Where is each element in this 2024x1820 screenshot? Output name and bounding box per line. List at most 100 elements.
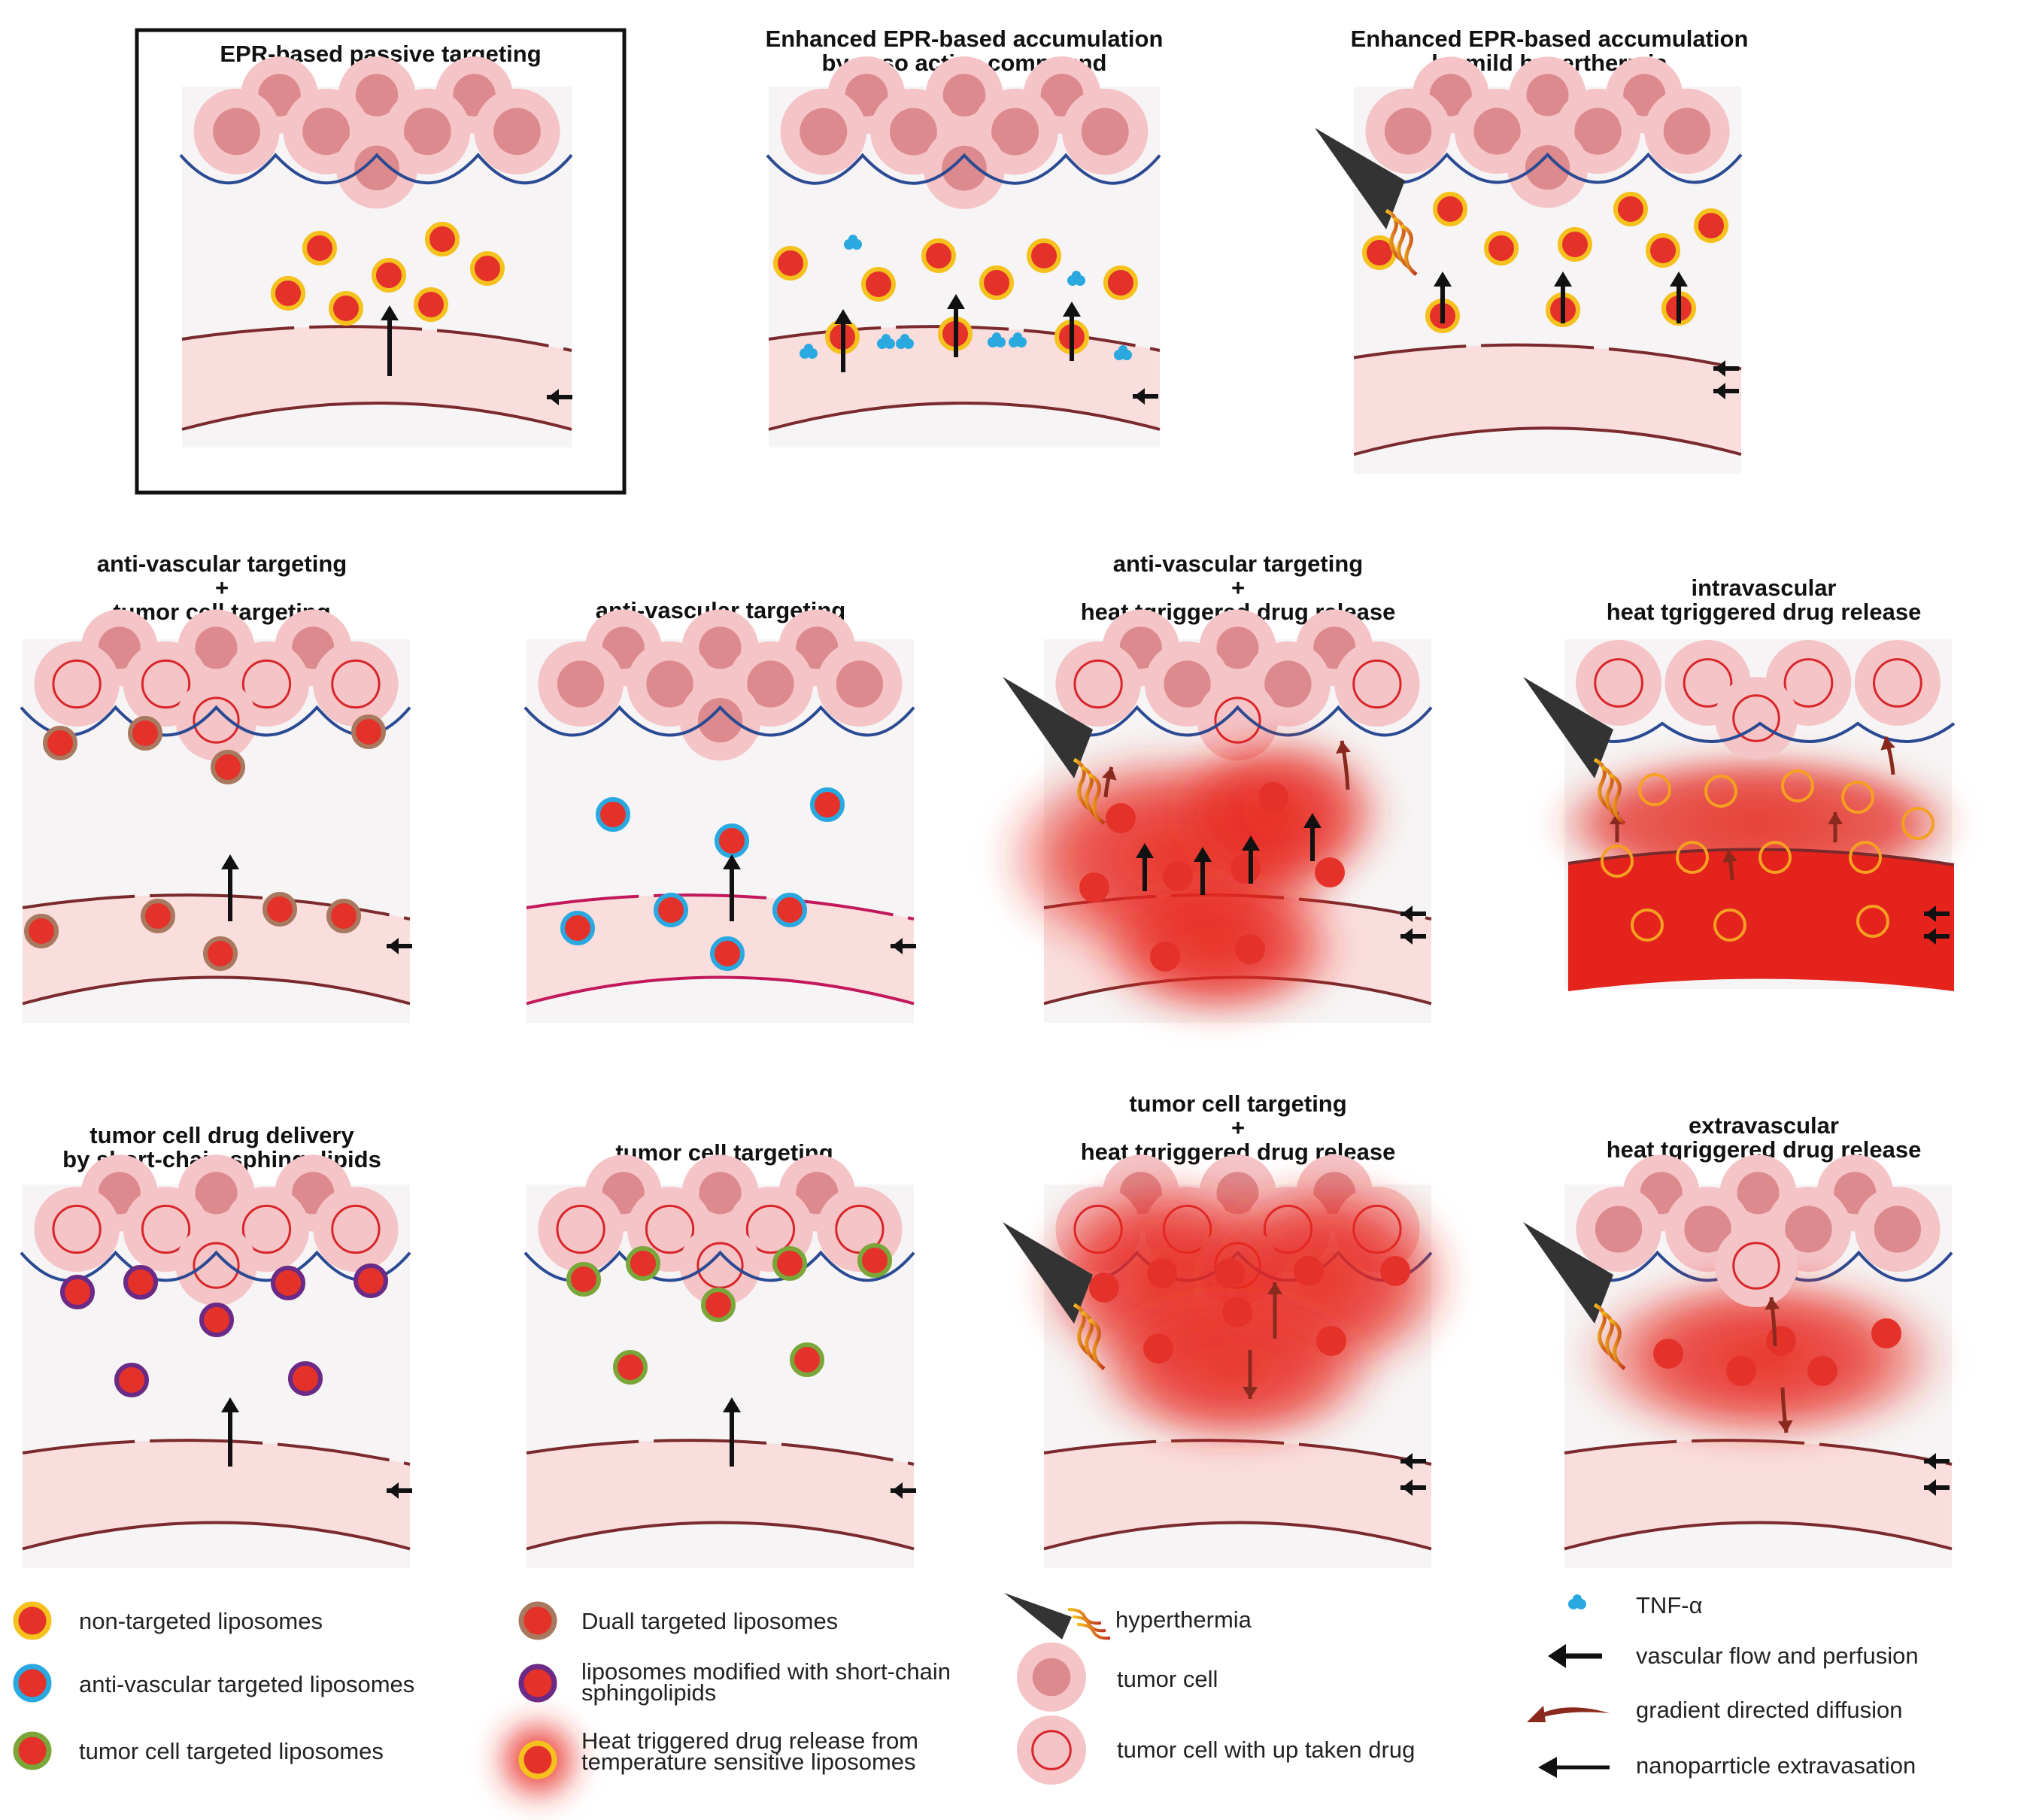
tumor-cell — [34, 641, 120, 727]
legend-hyperthermia-icon — [1004, 1593, 1111, 1640]
blood-vessel — [181, 325, 572, 431]
liposome — [1230, 854, 1261, 884]
tnf-alpha-icon — [1009, 332, 1027, 347]
flow-arrow — [1400, 1453, 1426, 1470]
liposome — [329, 291, 363, 326]
legend-label: tumor cell targeted liposomes — [79, 1738, 384, 1764]
tumor-cell — [1365, 88, 1451, 174]
liposome — [470, 251, 505, 286]
liposome-released — [1781, 769, 1814, 802]
liposome — [1653, 1339, 1683, 1369]
liposome — [715, 824, 749, 858]
extravasation-arrow — [723, 1397, 741, 1467]
liposome — [1235, 934, 1265, 964]
cell-membrane — [179, 153, 573, 185]
liposome — [1766, 1326, 1796, 1356]
liposome — [1150, 942, 1180, 972]
liposome — [1694, 208, 1728, 243]
liposome — [979, 265, 1014, 300]
hyperthermia-icon — [1003, 1222, 1106, 1370]
legend-liposome-swatch — [518, 1740, 557, 1779]
tnf-alpha-icon — [988, 332, 1006, 347]
liposome — [123, 1265, 158, 1300]
blood-vessel — [526, 1439, 915, 1551]
heat-glow — [1083, 1286, 1384, 1451]
panel-tumor-cell-heat: tumor cell targeting+heat tgriggered dru… — [1003, 1090, 1459, 1568]
extravasation-arrow — [221, 1397, 239, 1467]
hyperthermia-icon — [1315, 128, 1418, 276]
panel-title: Enhanced EPR-based accumulation — [1351, 26, 1749, 52]
legend-label: Duall targeted liposomes — [581, 1608, 838, 1634]
tumor-cell — [1576, 640, 1662, 726]
extravasation-arrow — [1303, 813, 1322, 861]
panel-title: anti-vascular targeting — [97, 551, 347, 577]
tumor-cell — [1507, 126, 1589, 208]
tumor-cell — [34, 1186, 120, 1272]
tnf-alpha-icon — [800, 344, 818, 359]
liposome — [654, 893, 688, 927]
tnf-alpha-icon — [896, 334, 914, 349]
panel-tumor-cell: tumor cell targeting — [523, 1139, 916, 1568]
liposome — [1163, 861, 1193, 891]
liposome — [1294, 1256, 1324, 1286]
legend-label: non-targeted liposomes — [79, 1608, 323, 1634]
cell-membrane — [766, 153, 1161, 185]
panel-title: tumor cell targeting — [1129, 1090, 1346, 1117]
highlight-frame — [135, 28, 627, 495]
liposome — [772, 893, 807, 927]
liposome-released — [1841, 781, 1874, 814]
heat-glow — [1166, 730, 1391, 895]
panel-anti-vascular-tumor: anti-vascular targeting+tumor cell targe… — [20, 551, 412, 1023]
flow-arrow — [1924, 928, 1950, 945]
legend-label: nanoparrticle extravasation — [1636, 1752, 1916, 1779]
extravasation-arrow — [834, 309, 852, 372]
liposome — [613, 1350, 648, 1385]
panel-title: Enhanced EPR-based accumulation — [766, 26, 1164, 52]
liposome — [1316, 1326, 1346, 1356]
liposome — [128, 716, 162, 751]
flow-arrow — [387, 1482, 412, 1499]
diffusion-arrow — [1777, 1387, 1793, 1433]
legend-label: tumor cell — [1117, 1666, 1218, 1692]
legend-label: liposomes modified with short-chain — [581, 1658, 951, 1685]
legend-label: temperature sensitive liposomes — [581, 1749, 916, 1775]
liposome — [1433, 192, 1467, 226]
hyperthermia-icon — [1523, 677, 1626, 825]
liposome — [1222, 1297, 1252, 1327]
liposome — [1106, 803, 1136, 833]
panel-title: tumor cell drug delivery — [90, 1122, 354, 1148]
liposome — [1079, 872, 1109, 902]
tnf-alpha-icon — [877, 334, 895, 349]
liposome — [772, 1246, 807, 1281]
liposome — [861, 267, 896, 302]
diffusion-arrow — [1336, 740, 1351, 790]
tnf-alpha-icon — [1114, 345, 1132, 360]
legend-liposome-swatch — [518, 1601, 557, 1640]
liposome — [710, 936, 745, 971]
liposome — [1380, 1256, 1410, 1286]
flow-arrow — [1924, 905, 1950, 922]
liposome — [414, 287, 448, 322]
flow-arrow — [1133, 388, 1158, 405]
flow-arrow — [1400, 905, 1426, 922]
panel-title: + — [1231, 575, 1245, 601]
liposome — [271, 276, 305, 311]
extravasation-arrow — [723, 854, 741, 921]
extravasation-arrow — [1194, 847, 1212, 895]
legend-label: Heat triggered drug release from — [581, 1727, 918, 1754]
liposome — [1484, 231, 1519, 265]
legend-label: anti-vascular targeted liposomes — [79, 1671, 414, 1697]
flow-arrow — [1924, 1479, 1950, 1496]
legend-label: hyperthermia — [1115, 1606, 1252, 1633]
tnf-alpha-icon — [844, 235, 862, 250]
tumor-cell — [175, 1224, 257, 1306]
tumor-cell — [1017, 1715, 1086, 1785]
flow-arrow — [1924, 1453, 1950, 1470]
diffusion-arrow — [1828, 812, 1843, 842]
tumor-cell — [780, 88, 867, 175]
liposome — [560, 911, 595, 945]
